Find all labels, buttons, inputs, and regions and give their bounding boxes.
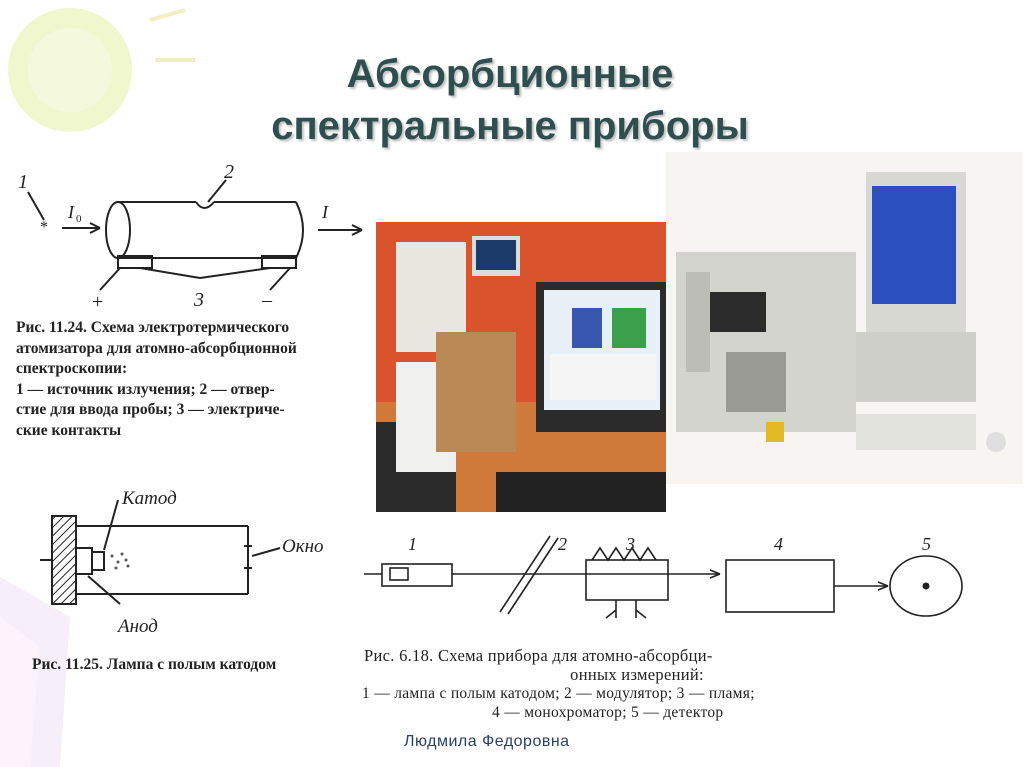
atomizer-i0-sub: 0 <box>76 213 82 225</box>
atomizer-diagram: * 1 2 3 + – I 0 I <box>0 160 372 310</box>
caption-11-24-line-1: Рис. 11.24. Схема электротермического <box>16 318 372 339</box>
atomizer-label-1: 1 <box>18 171 28 193</box>
author-name: Людмила Федоровна <box>404 733 570 751</box>
atomizer-i0: I <box>67 202 75 222</box>
caption-11-24-line-6: ские контакты <box>16 421 372 442</box>
aas-label-3: 3 <box>625 534 635 554</box>
aas-instrument-diagram: 1 2 3 4 5 <box>360 530 980 646</box>
slide-title: Абсорбционные спектральные приборы <box>150 48 870 152</box>
caption-11-24-line-3: спектроскопии: <box>16 359 372 380</box>
aas-label-5: 5 <box>922 534 931 554</box>
caption-11-24-line-5: стие для ввода пробы; 3 — электриче- <box>16 400 372 421</box>
photo-lab-workstation <box>376 222 666 512</box>
atomizer-label-2: 2 <box>224 161 234 183</box>
photo-spectrometer <box>666 152 1022 484</box>
caption-6-18-line-2: онных измерений: <box>362 665 972 684</box>
hollow-cathode-lamp-diagram: Катод Окно Анод <box>0 486 340 646</box>
title-line-2: спектральные приборы <box>150 100 870 152</box>
caption-fig-6-18: Рис. 6.18. Схема прибора для атомно-абсо… <box>362 646 972 722</box>
caption-11-24-line-4: 1 — источник излучения; 2 — отвер- <box>16 380 372 401</box>
atomizer-label-3: 3 <box>193 289 204 310</box>
aas-label-2: 2 <box>558 534 567 554</box>
aas-label-4: 4 <box>774 534 783 554</box>
caption-fig-11-25: Рис. 11.25. Лампа с полым катодом <box>32 656 352 674</box>
caption-11-24-line-2: атомизатора для атомно-абсорбционной <box>16 339 372 360</box>
atomizer-star: * <box>40 219 48 236</box>
atomizer-plus: + <box>92 291 103 310</box>
caption-6-18-line-3: 1 — лампа с полым катодом; 2 — модулятор… <box>362 684 972 703</box>
aas-label-1: 1 <box>408 534 417 554</box>
atomizer-minus: – <box>261 289 273 310</box>
atomizer-i-out: I <box>321 202 329 222</box>
caption-fig-11-24: Рис. 11.24. Схема электротермического ат… <box>16 318 372 441</box>
caption-6-18-line-4: 4 — монохроматор; 5 — детектор <box>362 703 972 722</box>
lamp-label-cathode: Катод <box>121 488 177 509</box>
caption-6-18-line-1: Рис. 6.18. Схема прибора для атомно-абсо… <box>362 646 972 665</box>
lamp-label-window: Окно <box>282 536 324 557</box>
lamp-label-anode: Анод <box>116 616 158 637</box>
title-line-1: Абсорбционные <box>150 48 870 100</box>
